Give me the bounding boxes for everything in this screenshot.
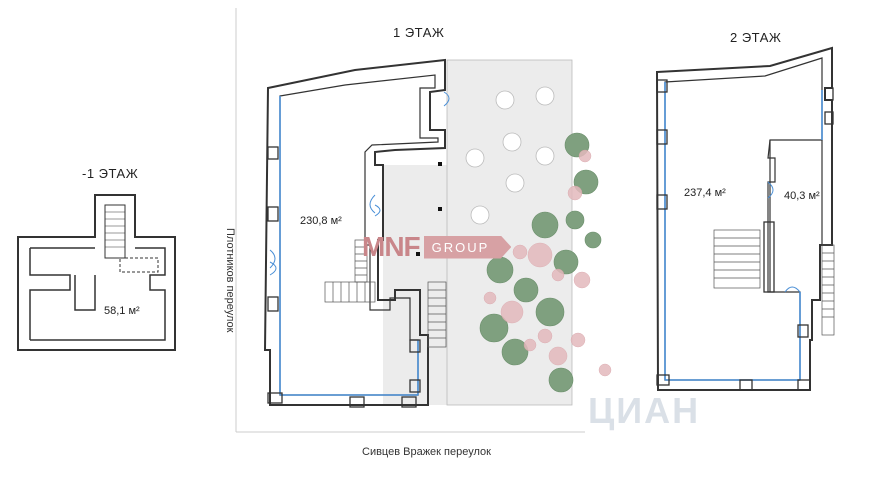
basement-title: -1 ЭТАЖ [82,166,139,181]
second-floor-area-main: 237,4 м² [684,187,726,199]
courtyard-tables [465,86,555,225]
second-floor-title: 2 ЭТАЖ [730,30,782,45]
first-floor-plan [263,58,446,406]
second-floor-columns [656,79,834,391]
street-label-plotnikov: Плотников переулок [224,228,236,333]
door-swings [269,91,450,276]
logo-mark: MNF [362,231,421,262]
basement-area: 58,1 м² [104,305,140,317]
basement-plan [17,194,176,351]
agency-logo: MNF GROUP [362,231,512,262]
second-floor-plan [655,46,833,391]
first-floor-stairs [324,239,447,348]
first-floor-title: 1 ЭТАЖ [393,25,445,40]
second-floor-doors [767,181,801,293]
logo-group: GROUP [423,235,512,259]
cian-watermark: ЦИАН [588,390,701,431]
blossom-trees [483,149,612,377]
second-floor-stairs [713,229,835,336]
first-floor-area: 230,8 м² [300,215,342,227]
trees [479,132,602,393]
second-floor-area-side: 40,3 м² [784,190,820,202]
first-floor-columns [267,146,421,408]
street-label-sivtsev: Сивцев Вражек переулок [362,446,491,458]
